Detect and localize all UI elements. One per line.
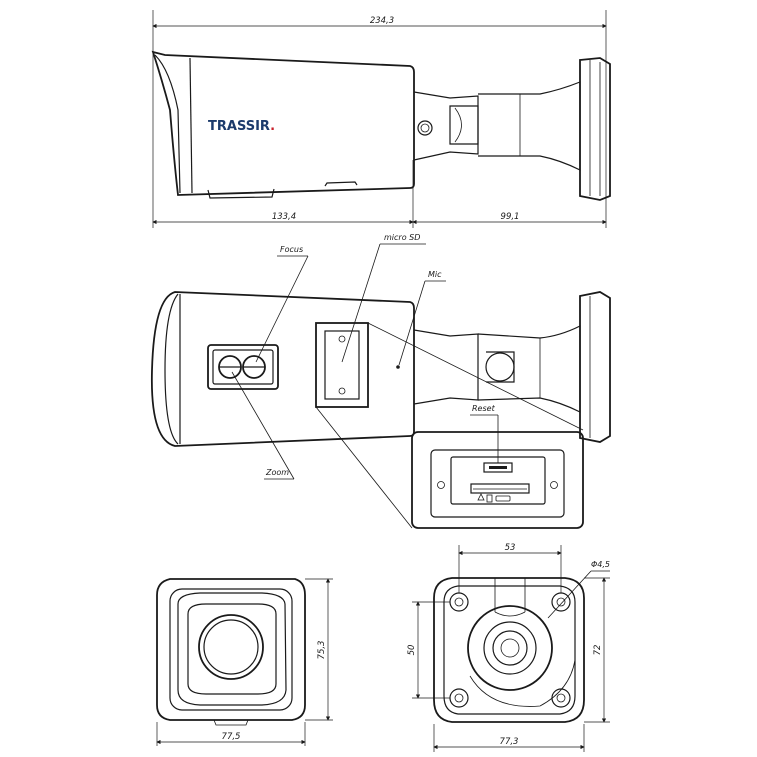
front-lens-inner <box>203 619 259 675</box>
sd-cover <box>324 330 360 400</box>
mount-length-label: 99,1 <box>501 212 520 222</box>
front-view: 77,5 75,3 <box>156 578 333 746</box>
front-height-label: 75,3 <box>317 641 327 660</box>
side-view-middle: Focus micro SD Mic Zoom <box>150 233 611 529</box>
sd-reset-detail: Reset <box>411 404 584 529</box>
base-hole-bl-inner <box>454 693 464 703</box>
detail-inner <box>450 456 546 505</box>
sd-screw-top <box>338 335 346 343</box>
bracket-neck <box>413 91 479 161</box>
base-mount-skirt <box>469 659 576 707</box>
base-outline <box>433 577 585 723</box>
base-mount-ball <box>492 630 528 666</box>
bracket-screw-inner <box>420 123 430 133</box>
base-width-label: 77,3 <box>500 737 519 747</box>
sd-screw-bottom <box>338 387 346 395</box>
bracket-arm-2 <box>477 325 581 413</box>
base-inner <box>443 585 576 715</box>
total-length-label: 234,3 <box>370 16 394 26</box>
detail-screw-left <box>437 481 445 489</box>
front-outline <box>156 578 306 721</box>
zoom-label: Zoom <box>265 468 289 477</box>
sd-logo-icon <box>495 495 511 502</box>
micro-sd-label: micro SD <box>384 233 420 242</box>
sunshield-edge <box>154 54 181 194</box>
joint-curve <box>454 107 462 143</box>
base-hole-bl <box>449 688 469 708</box>
front-bezel <box>187 603 277 695</box>
focus-leader <box>255 255 309 363</box>
sunshield-edge-2 <box>164 293 179 445</box>
base-hole-tr <box>551 592 571 612</box>
bracket-joint <box>449 105 479 145</box>
base-hole-tr-inner <box>556 597 566 607</box>
reset-button-core <box>489 466 507 469</box>
brand-logo: TRASSIR. <box>208 119 275 134</box>
adjust-window-inner <box>212 349 274 385</box>
sd-leader <box>341 243 381 363</box>
bottom-housing <box>207 188 275 199</box>
camera-body-outline <box>151 50 415 196</box>
mic-hole <box>396 365 400 369</box>
side-view-top: 234,3 133,4 99,1 TRASSIR. <box>151 10 611 228</box>
detail-frame <box>411 431 584 529</box>
reset-label: Reset <box>472 404 496 413</box>
hole-diameter-label: Φ4,5 <box>591 560 610 569</box>
base-view: 53 Φ4,5 50 72 77,3 <box>407 543 610 752</box>
hole-dia-leader <box>547 570 592 619</box>
wall-plate <box>579 57 611 201</box>
bracket-screw <box>417 120 433 136</box>
bracket-arm <box>478 81 581 171</box>
bracket-ball <box>485 352 515 382</box>
mic-label: Mic <box>428 270 442 279</box>
front-lens-outer <box>198 614 264 680</box>
sd-card-icon <box>486 494 493 503</box>
base-mount-core <box>500 638 520 658</box>
base-mount-outer <box>467 605 553 691</box>
bracket-neck-2 <box>413 329 479 405</box>
body-seam <box>189 57 193 194</box>
sd-warning-icon <box>477 493 485 501</box>
front-bottom-tab <box>213 719 249 726</box>
base-cable-channel <box>494 578 526 617</box>
base-hole-br-inner <box>556 693 566 703</box>
mic-leader <box>398 280 426 366</box>
front-frame <box>169 588 293 711</box>
front-hood <box>177 592 287 706</box>
bottom-vent <box>324 181 358 187</box>
base-height-label: 72 <box>593 645 603 656</box>
sd-slot <box>470 483 530 494</box>
front-width-label: 77,5 <box>222 732 241 742</box>
zoom-leader-top <box>367 322 584 431</box>
detail-panel <box>430 449 565 518</box>
zoom-leader <box>231 371 295 480</box>
adjust-window <box>207 344 279 390</box>
focus-label: Focus <box>280 245 303 254</box>
bracket-ball-housing <box>486 351 515 383</box>
body-length-label: 133,4 <box>272 212 296 222</box>
base-hole-tl <box>449 592 469 612</box>
camera-body-outline-2 <box>150 291 415 447</box>
hole-spacing-x-label: 53 <box>505 543 516 553</box>
sd-panel <box>315 322 369 408</box>
hole-spacing-y-label: 50 <box>407 645 417 656</box>
base-hole-tl-inner <box>454 597 464 607</box>
base-mount-ring <box>483 621 537 675</box>
zoom-leader-bottom <box>315 406 413 529</box>
wall-plate-2 <box>579 291 611 443</box>
base-hole-br <box>551 688 571 708</box>
detail-screw-right <box>550 481 558 489</box>
